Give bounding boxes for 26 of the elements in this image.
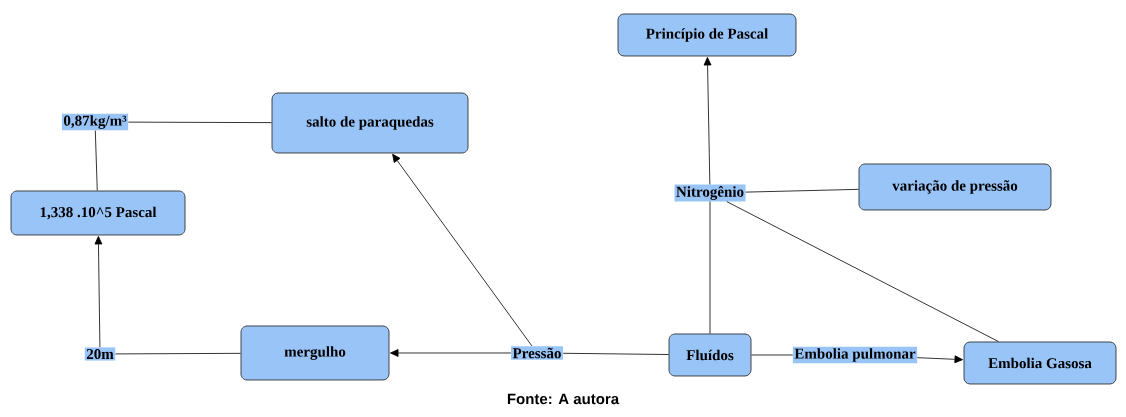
connector-line (745, 188, 859, 193)
arrow (703, 57, 712, 185)
linking-phrase: Pressão (511, 346, 563, 360)
arrow (94, 236, 103, 348)
connector-line (115, 352, 241, 355)
concept-box: Princípio de Pascal (617, 13, 797, 57)
linking-phrase: Embolia pulmonar (792, 346, 918, 364)
arrow (392, 153, 533, 347)
concept-box: 1,338 .10^5 Pascal (10, 190, 186, 236)
connector-line (726, 201, 999, 342)
linking-phrase: Nitrogênio (674, 184, 746, 202)
caption: Fonte: A autora (507, 393, 620, 405)
linking-phrase: 20m (84, 347, 116, 361)
connector-line (709, 201, 711, 334)
connector-line (94, 130, 98, 191)
concept-box: salto de paraquedas (271, 92, 469, 154)
connector-line (127, 121, 272, 124)
linking-phrase: 0,87kg/m³ (61, 113, 129, 131)
arrow (390, 349, 512, 357)
connector-line (751, 354, 794, 356)
concept-box: mergulho (240, 325, 390, 381)
concept-box: Fluídos (668, 333, 752, 377)
concept-box: variação de pressão (858, 163, 1052, 211)
arrow (916, 355, 963, 364)
connector-line (562, 352, 669, 355)
concept-box: Embolia Gasosa (963, 341, 1117, 385)
